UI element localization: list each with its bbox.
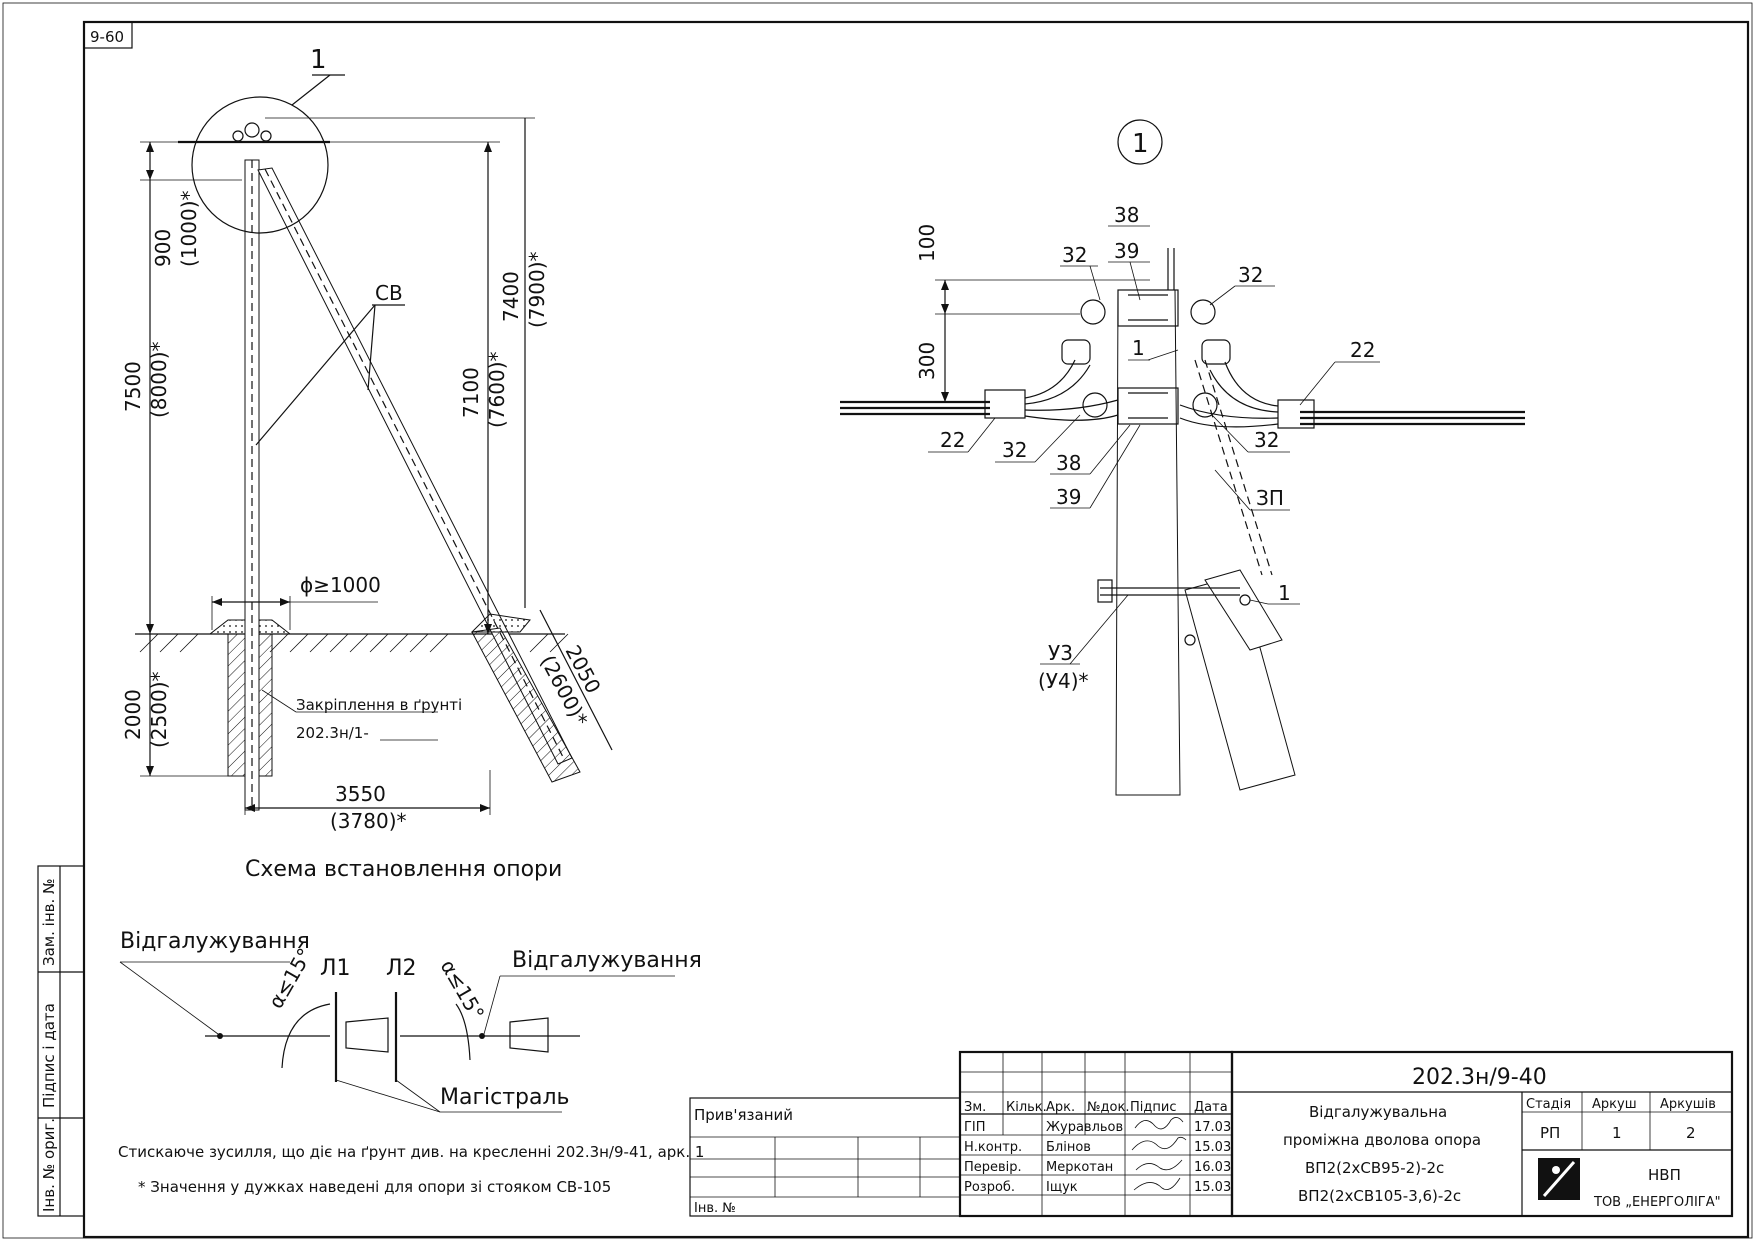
stamp-doc-code: 202.3н/9-40	[1412, 1065, 1547, 1090]
scheme-callout-1: 1	[310, 45, 327, 75]
scheme-label-sv: СВ	[375, 281, 403, 305]
callout-22-r: 22	[1350, 338, 1375, 362]
detail-1: 1	[840, 119, 1525, 796]
dim-300: 300	[915, 342, 939, 380]
title-block: Прив'язаний Інв. № Зм. Кільк. Арк. №док.…	[689, 1050, 1734, 1218]
row-3-date: 16.03	[1194, 1160, 1231, 1175]
hdr-data: Дата	[1194, 1100, 1228, 1115]
branch-left-label: Відгалужування	[120, 929, 310, 954]
hdr-kilk: Кільк.	[1006, 1100, 1047, 1115]
angle-left: α≤15°	[264, 944, 317, 1013]
row-4-date: 15.03	[1194, 1180, 1231, 1195]
line-l1: Л1	[320, 956, 351, 981]
ground-note-2: 202.3н/1-	[296, 724, 369, 742]
dim-3780: (3780)*	[330, 809, 407, 833]
side-pidpys: Підпис і дата	[40, 1003, 58, 1108]
line-l2: Л2	[386, 956, 417, 981]
row-2-role: Н.контр.	[964, 1140, 1022, 1155]
hdr-ndok: №док.	[1087, 1100, 1129, 1115]
stamp-inv-no: Інв. №	[694, 1201, 736, 1216]
row-4-role: Розроб.	[964, 1180, 1015, 1195]
sheets-header: Аркушів	[1660, 1097, 1716, 1112]
dim-3550: 3550	[335, 782, 386, 806]
angle-right: α≤15°	[436, 956, 489, 1025]
dim-100: 100	[915, 224, 939, 262]
dim-7400: 7400	[499, 271, 523, 322]
callout-32-tr: 32	[1238, 263, 1263, 287]
callout-3p: ЗП	[1256, 486, 1284, 510]
sheet-header: Аркуш	[1592, 1097, 1637, 1112]
title-line-2: проміжна дволова опора	[1283, 1131, 1481, 1149]
note-2: * Значення у дужках наведені для опори з…	[138, 1178, 611, 1196]
ground-note-1: Закріплення в ґрунті	[296, 696, 462, 714]
title-line-4: ВП2(2хСВ105-3,6)-2с	[1298, 1187, 1461, 1205]
callout-u4: (У4)*	[1038, 669, 1089, 693]
row-4-name: Іщук	[1046, 1180, 1078, 1195]
callout-39-b: 39	[1056, 485, 1081, 509]
callout-u3: У3	[1048, 641, 1073, 665]
org-line-1: НВП	[1648, 1166, 1681, 1184]
dim-2500: (2500)*	[147, 671, 171, 748]
stage-header: Стадія	[1526, 1097, 1571, 1112]
sheet-value: 1	[1612, 1124, 1622, 1142]
dim-7100: 7100	[459, 367, 483, 418]
sheets-value: 2	[1686, 1124, 1696, 1142]
stamp-pryvyazanyi: Прив'язаний	[694, 1106, 793, 1124]
row-2-date: 15.03	[1194, 1140, 1231, 1155]
callout-32-bl: 32	[1002, 438, 1027, 462]
callout-22-l: 22	[940, 428, 965, 452]
callout-39-top: 39	[1114, 239, 1139, 263]
side-stamp: Зам. інв. № Підпис і дата Інв. № ориг.	[37, 865, 85, 1217]
row-1-name: Журавльов	[1046, 1120, 1123, 1135]
signature-marks	[1131, 1117, 1187, 1191]
corner-code: 9-60	[90, 28, 124, 46]
hdr-ark: Арк.	[1046, 1100, 1075, 1115]
note-1: Стискаюче зусилля, що діє на ґрунт див. …	[118, 1143, 704, 1161]
installation-scheme: 1 СВ 900 (1000)* 7500 (8000)* 7100 (7600…	[121, 45, 613, 882]
stage-value: РП	[1540, 1124, 1560, 1142]
side-zam: Зам. інв. №	[40, 878, 58, 966]
callout-38-b: 38	[1056, 451, 1081, 475]
callout-1-low: 1	[1278, 581, 1291, 605]
callout-32-br: 32	[1254, 428, 1279, 452]
scheme-title: Схема встановлення опори	[245, 857, 562, 882]
callout-38-top: 38	[1114, 203, 1139, 227]
row-3-name: Меркотан	[1046, 1160, 1113, 1175]
org-line-2: ТОВ „ЕНЕРГОЛІГА"	[1593, 1195, 1721, 1210]
hdr-pidpys: Підпис	[1130, 1100, 1176, 1115]
dim-7500: 7500	[121, 361, 145, 412]
row-3-role: Перевір.	[964, 1160, 1022, 1175]
dim-900: 900	[151, 229, 175, 267]
branch-right-label: Відгалужування	[512, 948, 702, 973]
dim-2000: 2000	[121, 689, 145, 740]
row-1-date: 17.03	[1194, 1120, 1231, 1135]
dim-7900: (7900)*	[525, 251, 549, 328]
main-line-label: Магістраль	[440, 1085, 570, 1110]
pit-diameter: ϕ≥1000	[300, 573, 381, 597]
dim-8000: (8000)*	[147, 341, 171, 418]
title-line-3: ВП2(2хСВ95-2)-2с	[1305, 1159, 1444, 1177]
dim-7600: (7600)*	[485, 351, 509, 428]
title-line-1: Відгалужувальна	[1309, 1103, 1447, 1121]
callout-32-tl: 32	[1062, 243, 1087, 267]
row-1-role: ГІП	[964, 1120, 986, 1135]
branch-scheme: Відгалужування Відгалужування α≤15° α≤15…	[119, 929, 702, 1113]
callout-1-mid: 1	[1132, 336, 1145, 360]
detail-circle-label: 1	[1132, 129, 1149, 159]
hdr-zm: Зм.	[964, 1100, 986, 1115]
row-2-name: Блінов	[1046, 1140, 1091, 1155]
side-inv: Інв. № ориг.	[40, 1118, 58, 1212]
dim-1000: (1000)*	[177, 190, 201, 267]
